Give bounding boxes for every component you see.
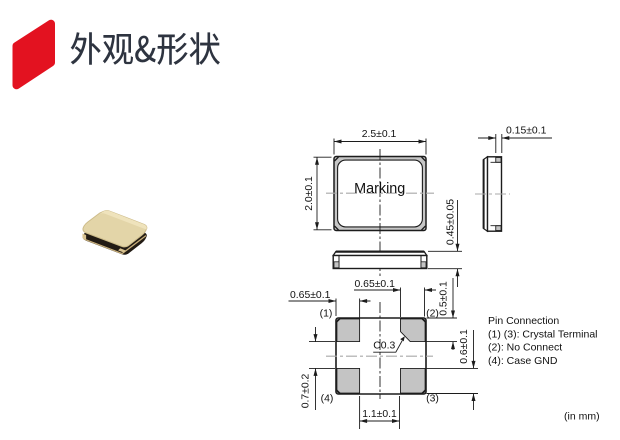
svg-text:(2): No Connect: (2): No Connect (488, 342, 562, 354)
svg-text:(3): (3) (426, 394, 439, 405)
svg-text:0.6±0.1: 0.6±0.1 (459, 329, 470, 364)
svg-text:(in mm): (in mm) (564, 411, 600, 423)
svg-text:0.65±0.1: 0.65±0.1 (355, 279, 396, 290)
svg-text:(1) (3): Crystal Terminal: (1) (3): Crystal Terminal (488, 328, 598, 340)
svg-text:(4): (4) (321, 394, 334, 405)
svg-text:Pin Connection: Pin Connection (488, 315, 559, 327)
svg-text:0.45±0.05: 0.45±0.05 (445, 199, 456, 245)
svg-text:2.0±0.1: 2.0±0.1 (304, 176, 315, 211)
svg-text:0.5±0.1: 0.5±0.1 (439, 281, 450, 316)
svg-text:(4): Case GND: (4): Case GND (488, 355, 558, 367)
svg-text:2.5±0.1: 2.5±0.1 (362, 129, 397, 140)
svg-text:0.65±0.1: 0.65±0.1 (290, 290, 331, 301)
svg-text:0.7±0.2: 0.7±0.2 (301, 373, 312, 408)
svg-text:0.15±0.1: 0.15±0.1 (506, 126, 547, 137)
svg-text:(1): (1) (320, 309, 333, 320)
svg-text:C0.3: C0.3 (373, 340, 395, 351)
svg-text:Marking: Marking (354, 181, 405, 197)
svg-text:(2): (2) (426, 309, 439, 320)
svg-text:1.1±0.1: 1.1±0.1 (362, 409, 397, 420)
